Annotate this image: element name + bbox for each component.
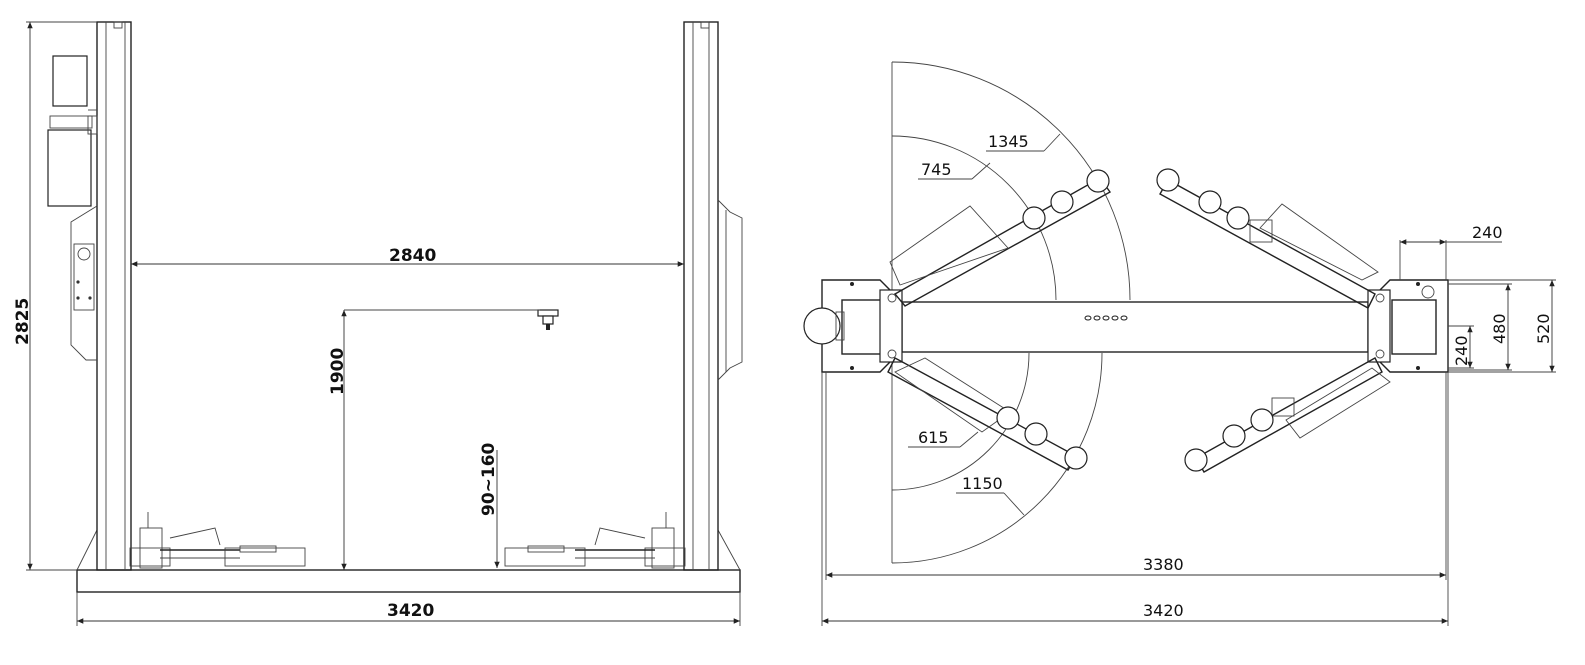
base-plate xyxy=(76,569,741,593)
dim-short-arm-outer: 1150 xyxy=(962,474,1003,493)
right-lift-arm xyxy=(504,512,686,569)
arm-upper-right xyxy=(1156,168,1379,309)
arc-1345 xyxy=(891,61,1131,301)
dim-post-offset: 240 xyxy=(1472,223,1503,242)
dim-overall-width: 3420 xyxy=(1143,601,1184,620)
raised-pad xyxy=(537,309,559,330)
dim-post-depth-outer: 520 xyxy=(1534,313,1553,344)
dim-arm-inner-radius: 745 xyxy=(921,160,952,179)
dim-base-width: 3420 xyxy=(387,601,434,621)
right-post xyxy=(1367,279,1449,373)
dim-overall-height: 2825 xyxy=(13,298,33,345)
arm-lower-right xyxy=(1184,357,1391,473)
dim-pad-height: 90~160 xyxy=(479,442,499,516)
right-column xyxy=(683,21,743,571)
crossbeam xyxy=(901,301,1369,353)
left-column xyxy=(47,21,132,571)
dim-short-arm-inner: 615 xyxy=(918,428,949,447)
left-post xyxy=(803,279,903,373)
front-view: 2825 2840 1900 90~160 3420 xyxy=(13,21,743,626)
control-box xyxy=(73,243,95,311)
arm-upper-left xyxy=(889,169,1112,307)
oil-tank xyxy=(47,129,92,207)
dim-inner-width: 2840 xyxy=(389,246,436,266)
arm-lower-left xyxy=(887,357,1088,471)
dim-post-depth-inner: 480 xyxy=(1490,313,1509,344)
motor xyxy=(52,55,88,107)
top-view: 1345 745 615 1150 240 240 480 520 3 xyxy=(803,61,1556,626)
left-lift-arm xyxy=(129,512,306,569)
dim-post-inner: 240 xyxy=(1452,335,1471,366)
dim-lift-height: 1900 xyxy=(328,348,348,395)
dim-column-span: 3380 xyxy=(1143,555,1184,574)
dim-arm-outer-radius: 1345 xyxy=(988,132,1029,151)
motor xyxy=(803,307,841,345)
